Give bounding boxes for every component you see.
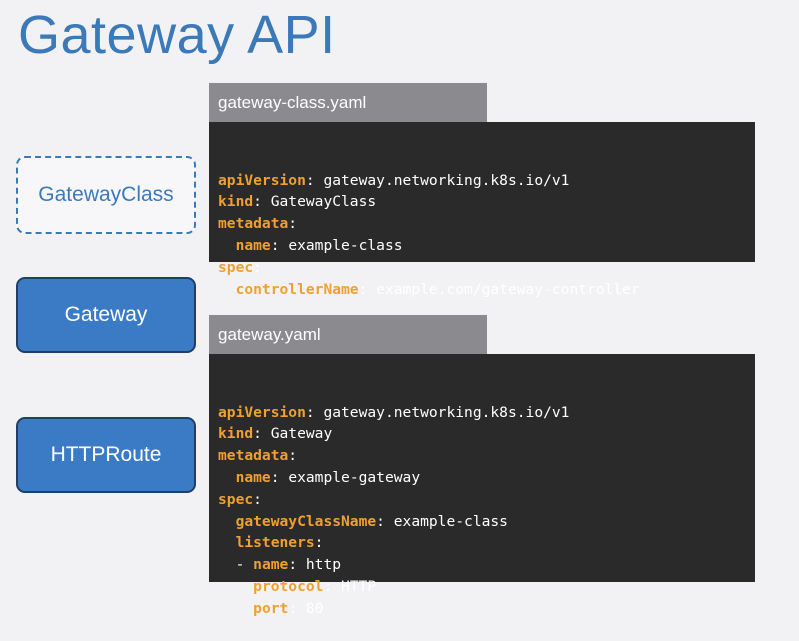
yaml-value: example.com/gateway-controller xyxy=(376,280,640,298)
code-line: protocol: HTTP xyxy=(218,576,755,598)
yaml-value: http xyxy=(305,556,342,574)
code-line: controllerName: example.com/gateway-cont… xyxy=(218,279,755,301)
page-title: Gateway API xyxy=(18,5,336,65)
yaml-value: 80 xyxy=(305,599,324,617)
code-line: listeners: xyxy=(218,532,755,554)
code-line: metadata: xyxy=(218,445,755,467)
httproute-box: HTTPRoute xyxy=(16,417,196,493)
yaml-key: name xyxy=(235,236,271,254)
yaml-value: gateway.networking.k8s.io/v1 xyxy=(323,171,570,189)
code-indent: - xyxy=(218,556,254,574)
yaml-key: name xyxy=(253,556,289,574)
yaml-key: apiVersion xyxy=(218,403,306,421)
gateway-yaml-code: apiVersion: gateway.networking.k8s.io/v1… xyxy=(209,354,755,617)
yaml-key: protocol xyxy=(253,577,324,595)
yaml-separator: : xyxy=(376,512,394,530)
yaml-separator: : xyxy=(288,556,306,574)
yaml-key: spec xyxy=(218,490,254,508)
code-indent xyxy=(218,578,253,595)
code-line: gatewayClassName: example-class xyxy=(218,511,755,533)
code-line: kind: GatewayClass xyxy=(218,191,755,213)
code-indent xyxy=(218,600,253,617)
yaml-value: example-class xyxy=(393,512,508,530)
yaml-separator: : xyxy=(305,403,324,421)
yaml-value: gateway.networking.k8s.io/v1 xyxy=(323,403,570,421)
yaml-separator: : xyxy=(253,193,271,211)
gateway-yaml-tab: gateway.yaml xyxy=(209,315,487,354)
yaml-value: GatewayClass xyxy=(270,193,377,211)
gatewayclass-label: GatewayClass xyxy=(38,183,174,206)
code-line: - name: http xyxy=(218,554,755,576)
gateway-yaml-filename: gateway.yaml xyxy=(218,324,321,344)
yaml-separator: : xyxy=(253,490,262,508)
httproute-label: HTTPRoute xyxy=(50,443,162,466)
yaml-key: kind xyxy=(218,425,254,443)
yaml-value: example-class xyxy=(288,236,403,254)
yaml-separator: : xyxy=(305,171,324,189)
yaml-key: gatewayClassName xyxy=(235,512,377,530)
code-indent xyxy=(218,237,236,254)
yaml-separator: : xyxy=(270,468,289,486)
yaml-separator: : xyxy=(288,599,306,617)
code-line: kind: Gateway xyxy=(218,423,755,445)
yaml-key: name xyxy=(235,468,271,486)
yaml-separator: : xyxy=(314,534,324,552)
yaml-separator: : xyxy=(358,280,377,298)
gateway-class-yaml-code: apiVersion: gateway.networking.k8s.io/v1… xyxy=(209,122,755,298)
yaml-key: metadata xyxy=(218,215,289,233)
yaml-separator: : xyxy=(253,258,262,276)
yaml-separator: : xyxy=(270,236,289,254)
yaml-separator: : xyxy=(288,215,298,233)
yaml-separator: : xyxy=(323,577,342,595)
yaml-key: kind xyxy=(218,193,254,211)
code-line: spec: xyxy=(218,489,755,511)
code-indent xyxy=(218,469,236,486)
code-line: port: 80 xyxy=(218,598,755,620)
code-line: apiVersion: gateway.networking.k8s.io/v1 xyxy=(218,170,755,192)
yaml-key: metadata xyxy=(218,447,289,465)
yaml-key: apiVersion xyxy=(218,171,306,189)
code-line: apiVersion: gateway.networking.k8s.io/v1 xyxy=(218,402,755,424)
yaml-key: listeners xyxy=(235,534,315,552)
code-line: name: example-gateway xyxy=(218,467,755,489)
gateway-class-yaml-filename: gateway-class.yaml xyxy=(218,92,367,112)
yaml-value: example-gateway xyxy=(288,468,421,486)
code-line: spec: xyxy=(218,257,755,279)
yaml-separator: : xyxy=(253,425,271,443)
code-indent xyxy=(218,281,236,298)
code-line: name: example-class xyxy=(218,235,755,257)
yaml-value: Gateway xyxy=(270,425,333,443)
yaml-key: port xyxy=(253,599,289,617)
code-line: metadata: xyxy=(218,213,755,235)
gatewayclass-box: GatewayClass xyxy=(16,156,196,234)
yaml-key: spec xyxy=(218,258,254,276)
yaml-value: HTTP xyxy=(341,577,377,595)
gateway-box: Gateway xyxy=(16,277,196,353)
yaml-separator: : xyxy=(288,447,298,465)
gateway-class-yaml-tab: gateway-class.yaml xyxy=(209,83,487,122)
code-indent xyxy=(218,513,236,530)
yaml-key: controllerName xyxy=(235,280,359,298)
gateway-label: Gateway xyxy=(64,303,148,326)
code-indent xyxy=(218,534,236,551)
